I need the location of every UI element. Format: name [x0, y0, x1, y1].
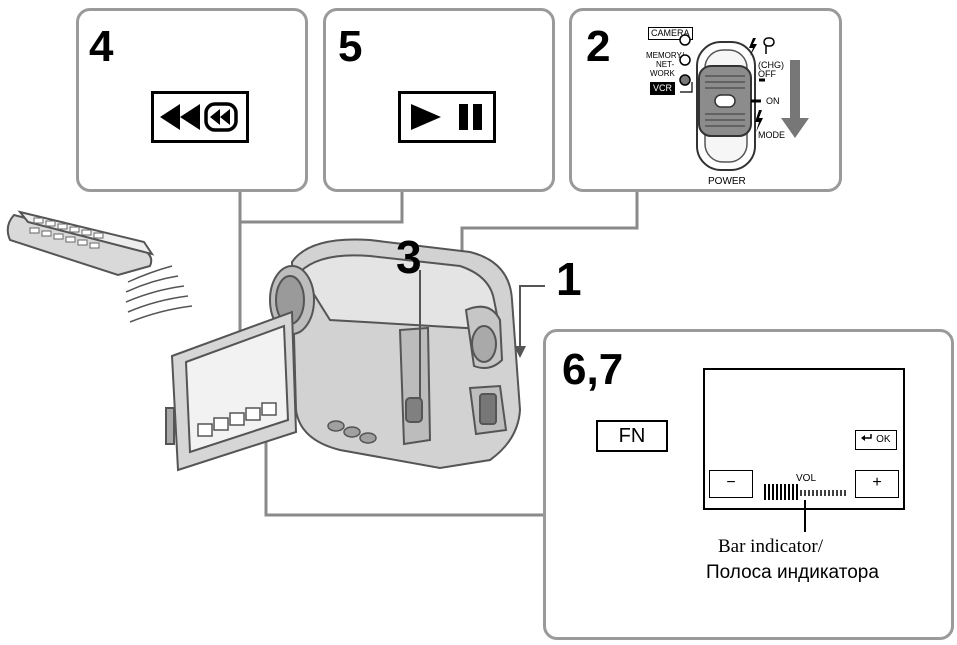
- fn-label: FN: [618, 425, 646, 447]
- volume-down-button[interactable]: −: [709, 470, 753, 498]
- play-icon: [411, 104, 441, 130]
- pause-icon: [459, 104, 482, 130]
- ok-label: OK: [876, 434, 891, 445]
- volume-up-button[interactable]: +: [855, 470, 899, 498]
- off-label: OFF: [758, 69, 776, 79]
- minus-label: −: [726, 474, 736, 491]
- step-number: 4: [89, 22, 114, 71]
- return-icon: [861, 434, 873, 441]
- bar-indicator-caption-2: Полоса индикатора: [706, 562, 879, 583]
- lcd-panel: [165, 310, 298, 472]
- ok-button[interactable]: OK: [855, 430, 897, 450]
- arrow-down-icon: [790, 60, 800, 122]
- leader-line-5: [240, 190, 404, 224]
- callout-line-1: [519, 285, 545, 350]
- step-number-1: 1: [556, 253, 582, 305]
- vol-label: VOL: [796, 473, 817, 484]
- mode-label: MODE: [758, 130, 785, 140]
- bar-indicator-pointer: [804, 500, 806, 532]
- panel-step-2: 2 CAMERA MEMORY/ NET- WORK VCR (CHG) OFF: [569, 8, 842, 192]
- panel-step-5: 5: [323, 8, 555, 192]
- panel-step-4: 4: [76, 8, 308, 192]
- chg-label: (CHG): [758, 60, 784, 70]
- camcorder-body: [269, 238, 522, 470]
- fn-button[interactable]: FN: [596, 420, 668, 452]
- leader-line-67: [264, 425, 548, 517]
- memory-network-label-3: WORK: [650, 69, 675, 78]
- step-number: 2: [586, 22, 611, 71]
- remote-commander: [6, 210, 155, 277]
- play-pause-icons: [411, 104, 482, 130]
- volume-bar-indicator: [764, 484, 846, 500]
- plus-label: +: [872, 474, 882, 491]
- step-number-3: 3: [396, 231, 422, 283]
- rewind-icon: [160, 102, 238, 132]
- memory-network-label-2: NET-: [656, 60, 675, 69]
- panel-step-6-7: 6,7 FN OK − + VOL: [543, 329, 954, 640]
- vcr-mode-label: VCR: [650, 82, 676, 95]
- ir-signal-waves: [125, 265, 193, 323]
- power-switch-drawing: [679, 34, 809, 171]
- step-number: 5: [338, 22, 363, 71]
- bar-indicator-caption-1: Bar indicator/: [718, 536, 823, 557]
- step-number: 6,7: [562, 345, 624, 394]
- lcd-screen: OK − + VOL: [703, 368, 905, 510]
- rewind-button[interactable]: [151, 91, 249, 143]
- power-label: POWER: [708, 176, 746, 187]
- memory-network-label-1: MEMORY/: [646, 51, 685, 60]
- camera-mode-label: CAMERA: [648, 27, 693, 40]
- play-pause-button[interactable]: [398, 91, 496, 143]
- callout-arrowhead-1: [514, 346, 526, 358]
- on-label: ON: [766, 96, 780, 106]
